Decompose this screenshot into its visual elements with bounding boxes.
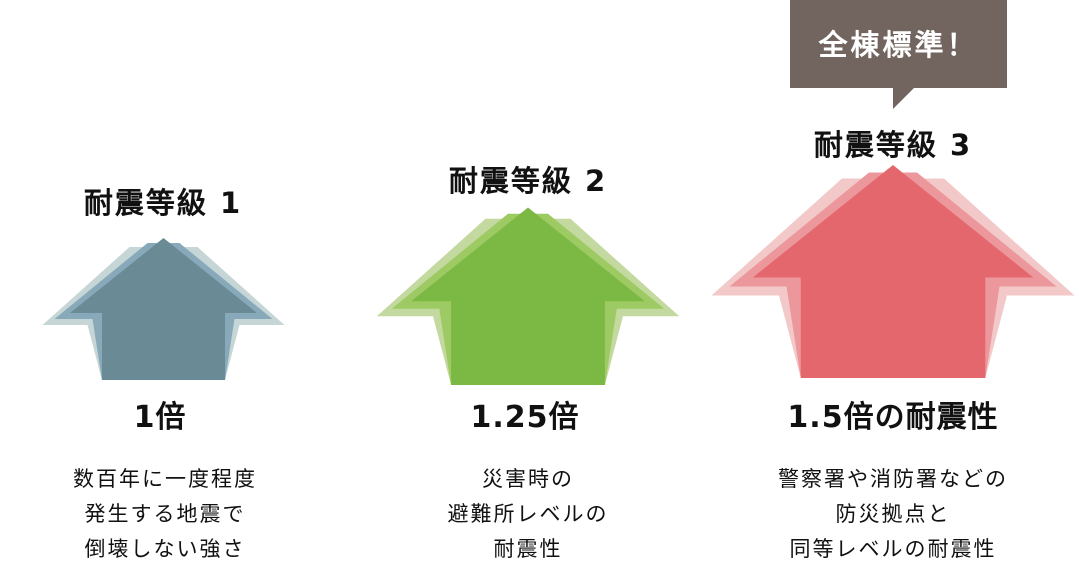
grade-2-title: 耐震等級 2 bbox=[448, 164, 608, 198]
grade-2-arrow-icon bbox=[376, 207, 680, 385]
badge-tail bbox=[893, 87, 915, 109]
grade-1-arrow-icon bbox=[42, 238, 285, 380]
description-line: 警察署や消防署などの bbox=[778, 467, 1008, 491]
arrow-front-layer bbox=[70, 238, 257, 380]
description-line: 数百年に一度程度 bbox=[73, 467, 257, 491]
description-line: 耐震性 bbox=[493, 537, 563, 561]
grade-3-arrow-icon bbox=[711, 165, 1075, 378]
description-line: 発生する地震で bbox=[84, 502, 246, 526]
standard-badge-text: 全棟標準！ bbox=[818, 28, 979, 62]
grade-1-description: 数百年に一度程度 発生する地震で 倒壊しない強さ bbox=[73, 462, 257, 567]
grade-1-multiplier: 1倍 bbox=[133, 400, 187, 435]
grade-3-description: 警察署や消防署などの 防災拠点と 同等レベルの耐震性 bbox=[778, 462, 1008, 567]
grade-3-multiplier: 1.5倍の耐震性 bbox=[787, 400, 999, 435]
description-line: 避難所レベルの bbox=[447, 502, 609, 526]
arrow-front-layer bbox=[411, 207, 645, 385]
description-line: 災害時の bbox=[482, 467, 574, 491]
grade-2-description: 災害時の 避難所レベルの 耐震性 bbox=[448, 462, 609, 567]
standard-badge: 全棟標準！ bbox=[790, 0, 1007, 88]
grade-2-multiplier: 1.25倍 bbox=[470, 400, 580, 435]
description-line: 倒壊しない強さ bbox=[84, 537, 246, 561]
grade-1-title: 耐震等級 1 bbox=[83, 186, 243, 220]
description-line: 同等レベルの耐震性 bbox=[789, 537, 997, 561]
grade-3-title: 耐震等級 3 bbox=[813, 128, 973, 162]
arrow-front-layer bbox=[752, 165, 1034, 378]
description-line: 防災拠点と bbox=[835, 502, 951, 526]
